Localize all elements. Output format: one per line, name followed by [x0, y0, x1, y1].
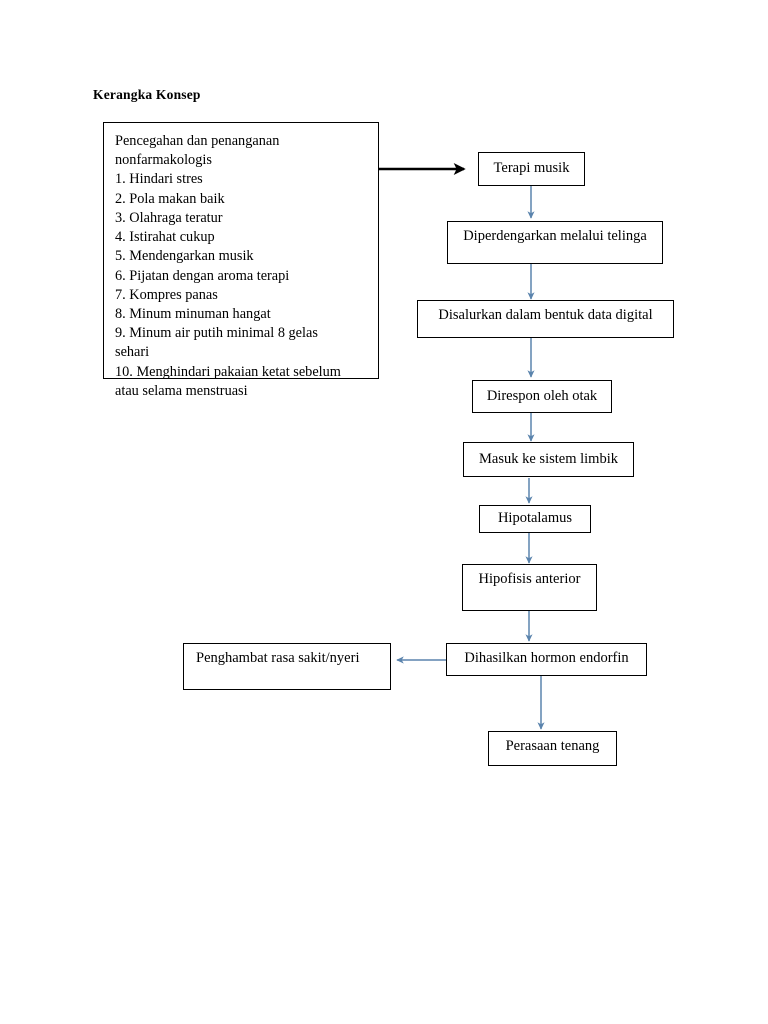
list-item: 3. Olahraga teratur [115, 209, 223, 226]
list-item: 4. Istirahat cukup [115, 229, 215, 246]
list-item: 6. Pijatan dengan aroma terapi [115, 267, 290, 284]
node-label: Perasaan tenang [505, 738, 600, 754]
node-tenang: Perasaan tenang [488, 731, 617, 766]
node-label: Disalurkan dalam bentuk data digital [438, 307, 653, 323]
node-penghambat: Penghambat rasa sakit/nyeri [183, 643, 391, 690]
list-item: 7. Kompres panas [115, 286, 218, 303]
node-hipotalamus: Hipotalamus [479, 505, 591, 533]
list-item: atau selama menstruasi [115, 382, 248, 399]
list-item: 9. Minum air putih minimal 8 gelas [115, 325, 318, 342]
node-diperdengarkan: Diperdengarkan melalui telinga [447, 221, 663, 264]
node-label: Hipotalamus [497, 510, 573, 527]
node-direspon: Direspon oleh otak [472, 380, 612, 413]
node-label: Terapi musik [493, 160, 570, 177]
node-label: Direspon oleh otak [486, 387, 598, 404]
node-terapi-musik: Terapi musik [478, 152, 585, 186]
node-hipofisis: Hipofisis anterior [462, 564, 597, 611]
list-item: 2. Pola makan baik [115, 190, 225, 207]
node-disalurkan: Disalurkan dalam bentuk data digital [417, 300, 674, 338]
node-label: Diperdengarkan melalui telinga [463, 228, 647, 244]
list-item: 8. Minum minuman hangat [115, 305, 271, 322]
node-label: Penghambat rasa sakit/nyeri [196, 650, 360, 666]
pencegahan-box: Pencegahan dan penanganan nonfarmakologi… [103, 122, 379, 399]
node-label: Dihasilkan hormon endorfin [464, 650, 629, 666]
list-item: sehari [115, 344, 150, 361]
list-item: 1. Hindari stres [115, 171, 203, 188]
pencegahan-heading-line-1: Pencegahan dan penanganan [115, 133, 280, 149]
page-title: Kerangka Konsep [93, 87, 201, 102]
node-label: Masuk ke sistem limbik [479, 450, 618, 467]
node-endorfin: Dihasilkan hormon endorfin [446, 643, 647, 676]
node-label: Hipofisis anterior [478, 571, 581, 587]
list-item: 5. Mendengarkan musik [115, 248, 254, 265]
node-limbik: Masuk ke sistem limbik [463, 442, 634, 477]
list-item: 10. Menghindari pakaian ketat sebelum [115, 363, 341, 380]
pencegahan-heading-line-2: nonfarmakologis [115, 152, 212, 169]
